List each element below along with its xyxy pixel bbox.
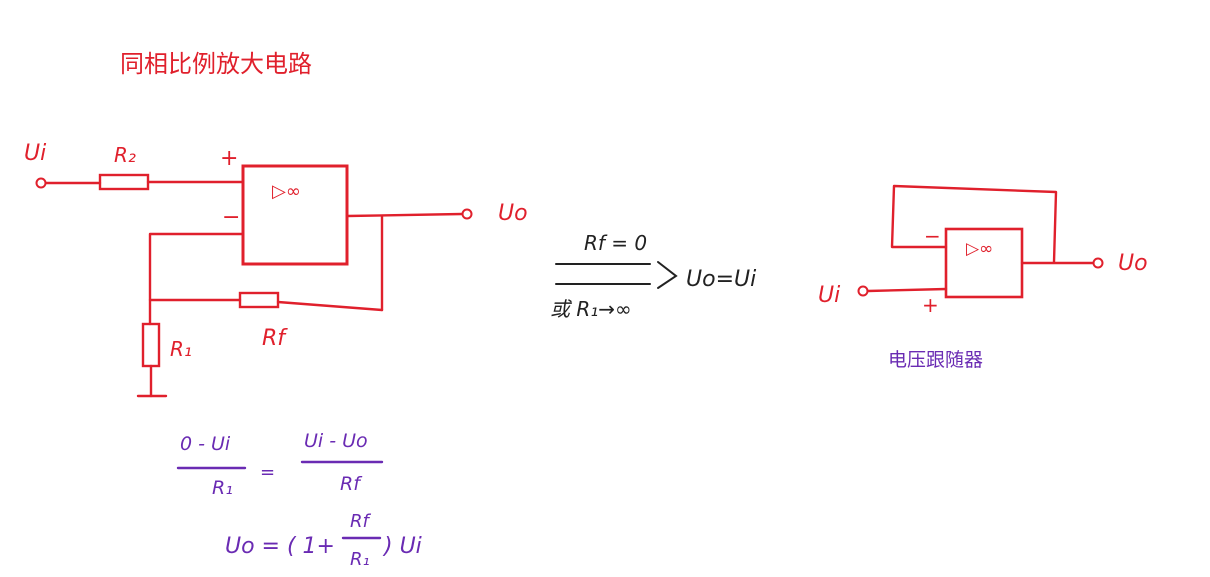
input-label: Ui: [24, 141, 46, 166]
minus-sign: −: [222, 205, 240, 230]
opamp-symbol: ▷∞: [272, 181, 301, 202]
follower-opamp-symbol: ▷∞: [966, 239, 993, 259]
follower-feedback-wire: [890, 184, 1058, 264]
r1-label: R₁: [170, 337, 192, 361]
follower-input-terminal: [857, 285, 869, 297]
follower-plus-sign: +: [922, 293, 939, 317]
condition-arrow: [657, 261, 678, 289]
follower-input-label: Ui: [818, 283, 840, 308]
wire-minus-feedback: [148, 232, 245, 326]
eq2-fraction-numerator: Rf: [350, 511, 372, 532]
r2-label: R₂: [114, 143, 136, 167]
eq1-equals: =: [260, 462, 275, 483]
wire-output: [345, 212, 464, 218]
rf-label: Rf: [262, 326, 288, 351]
follower-minus-sign: −: [924, 224, 941, 248]
wire-feedback-right: [276, 300, 384, 312]
eq2-fraction-denominator: R₁: [350, 549, 370, 570]
output-label: Uo: [498, 201, 528, 226]
follower-output-terminal: [1092, 257, 1104, 269]
eq2-prefix: Uo = ( 1+: [225, 534, 335, 559]
follower-caption: 电压跟随器: [888, 349, 983, 371]
condition-top: Rf = 0: [584, 231, 647, 255]
resistor-r1: [141, 322, 161, 368]
condition-result: Uo=Ui: [686, 267, 756, 292]
condition-bottom: 或 R₁→∞: [550, 297, 632, 321]
output-terminal: [461, 208, 473, 220]
eq1-left-numerator: 0 - Ui: [180, 433, 231, 455]
circuit-title: 同相比例放大电路: [120, 50, 312, 78]
eq2-suffix: ) Ui: [382, 534, 422, 559]
input-terminal: [35, 177, 47, 189]
eq1-right-numerator: Ui - Uo: [304, 430, 368, 452]
follower-output-label: Uo: [1118, 251, 1148, 276]
resistor-rf: [238, 291, 280, 309]
eq1-left-denominator: R₁: [212, 477, 233, 499]
eq1-right-denominator: Rf: [340, 473, 363, 495]
plus-sign: +: [220, 146, 238, 171]
resistor-r2: [98, 173, 150, 191]
follower-input-wire: [866, 287, 948, 293]
